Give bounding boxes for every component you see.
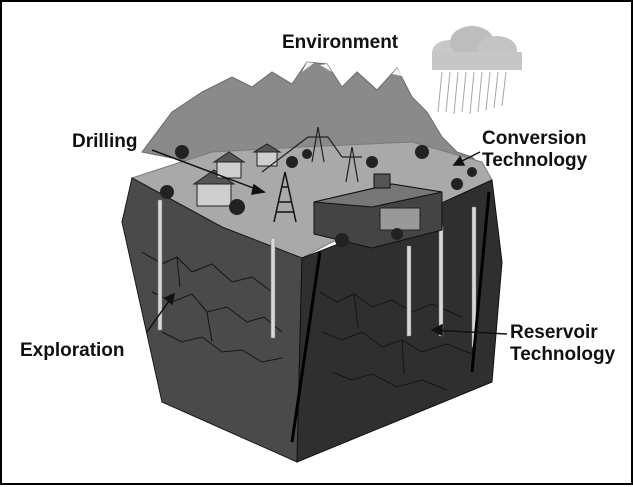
- label-reservoir-line2: Technology: [510, 344, 616, 365]
- power-plant: [313, 173, 443, 249]
- callout-arrows: [146, 149, 508, 337]
- fracture-network: [141, 251, 473, 391]
- drilling-derrick-icon: [273, 171, 297, 223]
- label-reservoir-line1: Reservoir: [510, 322, 598, 343]
- label-drilling: Drilling: [72, 131, 138, 152]
- transmission-towers: [261, 126, 362, 183]
- label-conversion-technology: Conversion Technology: [482, 128, 587, 172]
- label-conversion-line2: Technology: [482, 150, 588, 171]
- label-environment: Environment: [282, 32, 399, 53]
- rain-cloud-icon: [432, 26, 522, 115]
- label-reservoir-technology: Reservoir Technology: [510, 322, 615, 366]
- well-bores: [157, 191, 491, 443]
- trees: [160, 145, 477, 247]
- label-exploration: Exploration: [20, 340, 125, 361]
- houses: [192, 143, 282, 207]
- label-conversion-line1: Conversion: [482, 128, 587, 149]
